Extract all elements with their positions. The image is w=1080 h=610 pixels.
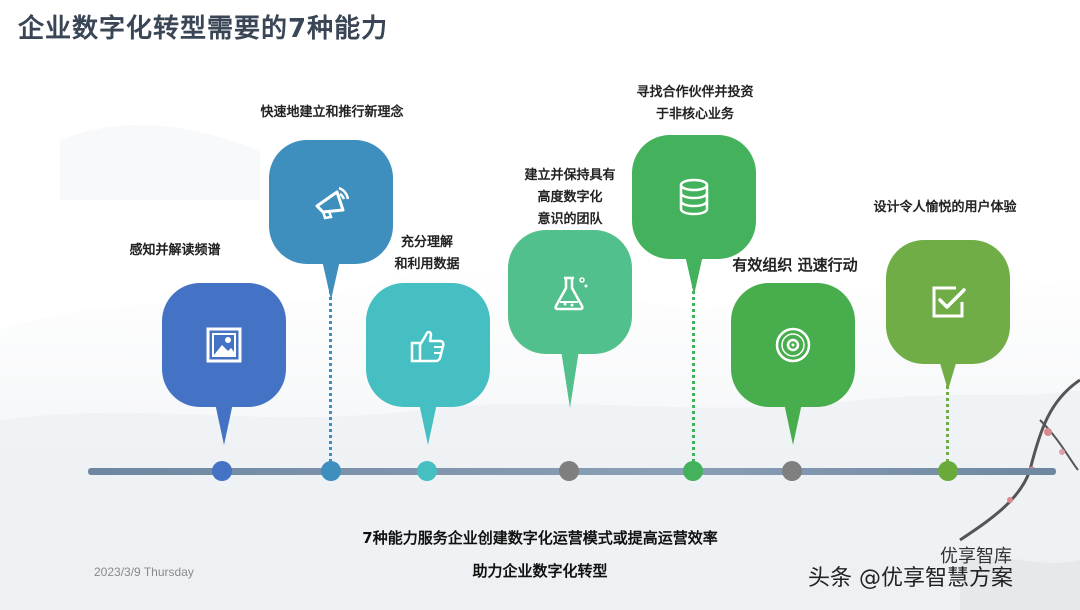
capability-label-partners: 寻找合作伙伴并投资 于非核心业务 <box>610 82 780 126</box>
footer-line-1: 7种能力服务企业创建数字化运营模式或提高运营效率 <box>362 529 718 547</box>
thumbs-up-icon <box>410 330 445 363</box>
capability-label-organize: 有效组织 迅速行动 <box>700 254 890 276</box>
label-line: 设计令人愉悦的用户体验 <box>873 200 1017 215</box>
disc-icon <box>775 327 811 363</box>
bubble-pointer <box>784 403 802 445</box>
capability-bubble-new-ideas <box>269 140 393 264</box>
capability-bubble-perceive <box>162 283 286 407</box>
timeline-dot <box>559 461 579 481</box>
bubble-pointer <box>561 350 579 408</box>
capability-bubble-data <box>366 283 490 407</box>
timeline-dot <box>417 461 437 481</box>
capability-bubble-ux <box>886 240 1010 364</box>
bubble-pointer <box>419 403 437 445</box>
bubble-pointer <box>939 360 957 390</box>
label-line: 意识的团队 <box>537 212 603 227</box>
watermark-small: 优享智库 <box>940 546 1012 567</box>
label-line: 于非核心业务 <box>655 107 734 122</box>
label-line: 有效组织 迅速行动 <box>732 256 858 274</box>
image-icon <box>206 327 242 363</box>
megaphone-icon <box>315 186 350 220</box>
timeline-dot <box>938 461 958 481</box>
bubble-pointer <box>215 403 233 445</box>
label-line: 建立并保持具有 <box>524 168 616 183</box>
capability-bubble-team <box>508 230 632 354</box>
bubble-pointer <box>322 260 340 300</box>
capability-label-team: 建立并保持具有 高度数字化 意识的团队 <box>495 165 645 231</box>
timeline-dot <box>212 461 232 481</box>
capability-bubble-partners <box>632 135 756 259</box>
date-label: 2023/3/9 Thursday <box>94 565 194 579</box>
label-line: 寻找合作伙伴并投资 <box>636 85 754 100</box>
database-icon <box>679 178 709 216</box>
watermark: 头条 @优享智慧方案 <box>808 566 1013 591</box>
timeline-dot <box>321 461 341 481</box>
capability-label-data: 充分理解 和利用数据 <box>372 232 482 276</box>
label-line: 快速地建立和推行新理念 <box>260 105 404 120</box>
capability-bubble-organize <box>731 283 855 407</box>
capability-label-perceive: 感知并解读频谱 <box>120 240 230 262</box>
connector-line <box>329 262 332 462</box>
flask-icon <box>554 276 588 311</box>
label-line: 高度数字化 <box>537 190 603 205</box>
connector-line <box>946 385 949 463</box>
timeline-dot <box>782 461 802 481</box>
footer-line-2: 助力企业数字化转型 <box>472 562 608 580</box>
capability-label-ux: 设计令人愉悦的用户体验 <box>830 197 1060 219</box>
timeline-dot <box>683 461 703 481</box>
label-line: 感知并解读频谱 <box>129 243 221 258</box>
checkbox-icon <box>932 286 966 318</box>
label-line: 充分理解 <box>400 235 453 250</box>
label-line: 和利用数据 <box>394 257 460 272</box>
page-title: 企业数字化转型需要的7种能力 <box>18 14 389 44</box>
connector-line <box>692 262 695 462</box>
capability-label-new-ideas: 快速地建立和推行新理念 <box>222 102 442 124</box>
bubble-pointer <box>685 255 703 295</box>
